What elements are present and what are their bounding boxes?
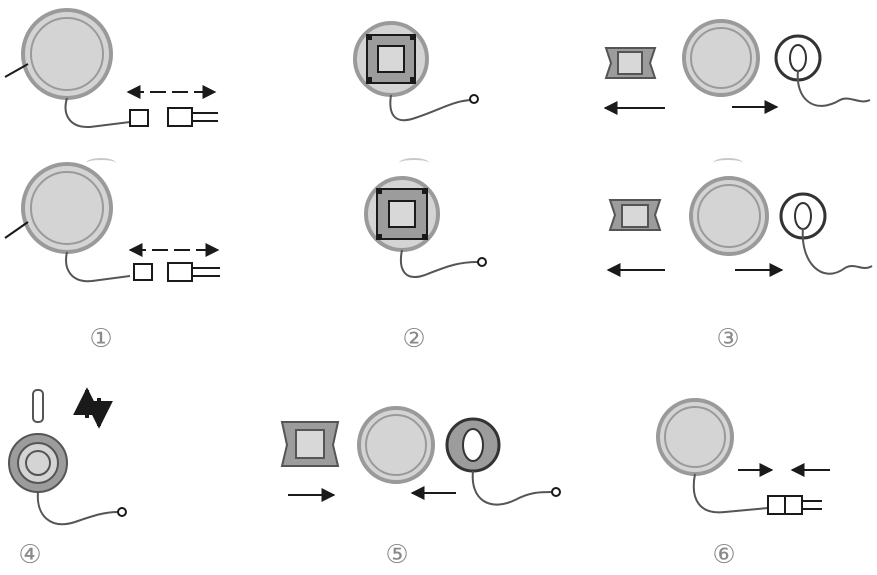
step1-panel xyxy=(4,162,220,283)
step6-panel xyxy=(656,398,830,515)
cable xyxy=(471,470,553,506)
step-label-6: ⑥ xyxy=(712,540,736,570)
cable xyxy=(692,473,769,514)
step-label-1: ① xyxy=(89,324,113,354)
cover-disc xyxy=(656,398,734,476)
step2-panel xyxy=(364,176,487,278)
cover-disc xyxy=(21,8,113,100)
row1-step1-panel xyxy=(4,8,218,129)
disc-handle xyxy=(4,63,29,78)
cable xyxy=(64,97,131,129)
step4-panel xyxy=(8,387,127,526)
ghost-label-3 xyxy=(713,158,743,168)
cover-disc xyxy=(21,162,113,254)
step-label-2: ② xyxy=(402,324,426,354)
plug-left xyxy=(133,263,153,281)
bulb xyxy=(32,389,44,423)
ghost-label-2 xyxy=(399,158,429,168)
cable xyxy=(65,251,131,283)
cover-disc xyxy=(689,176,769,256)
cable xyxy=(400,249,479,278)
disc-handle xyxy=(4,221,29,239)
row1-step3-panel xyxy=(603,19,871,115)
step5-panel xyxy=(280,406,561,506)
cable xyxy=(389,94,471,122)
step-label-5: ⑤ xyxy=(385,540,409,570)
cable xyxy=(801,227,873,275)
cover-disc xyxy=(357,406,435,484)
cover-disc xyxy=(682,19,760,97)
cable xyxy=(36,491,119,526)
cable xyxy=(796,69,871,107)
step-label-3: ③ xyxy=(716,324,740,354)
plug-right xyxy=(167,107,193,127)
plug-right xyxy=(167,262,193,282)
ghost-label-1 xyxy=(86,158,116,168)
step-label-4: ④ xyxy=(18,540,42,570)
step3-panel xyxy=(606,176,873,277)
plug-left xyxy=(129,109,149,127)
row1-step2-panel xyxy=(353,21,479,122)
